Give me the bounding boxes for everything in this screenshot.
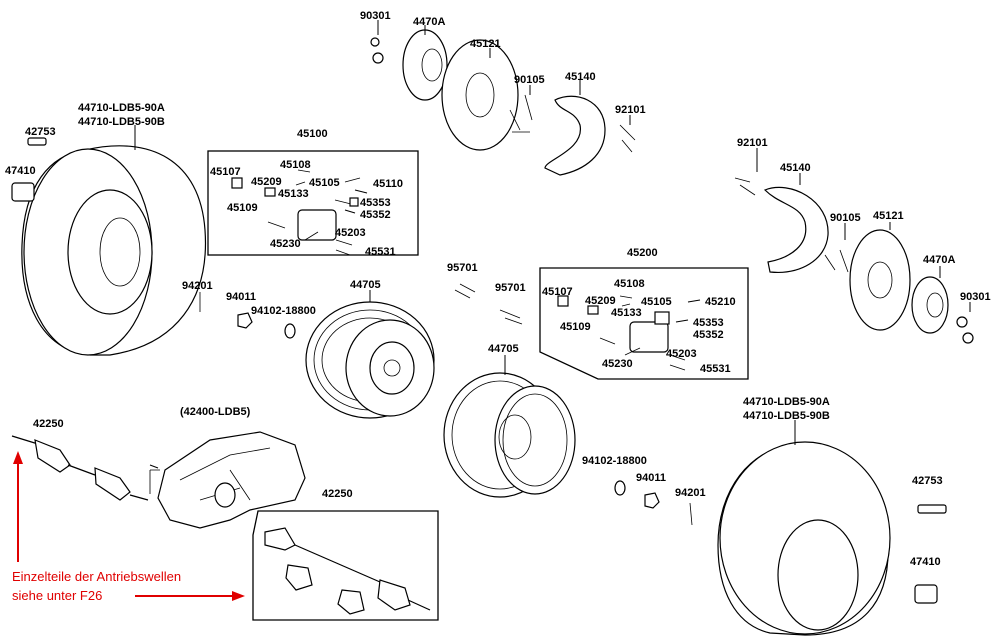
bolts-90301-top (370, 20, 384, 64)
label-45108-b: 45108 (614, 278, 645, 290)
bolts-92101-right (734, 148, 758, 196)
valve-42753-right (917, 504, 947, 514)
tire-left (21, 125, 207, 356)
label-45140-right: 45140 (780, 162, 811, 174)
label-45203-b: 45203 (666, 348, 697, 360)
bolts-95701 (454, 283, 523, 325)
label-45105-b: 45105 (641, 296, 672, 308)
label-45230-a: 45230 (270, 238, 301, 250)
label-45108-a: 45108 (280, 159, 311, 171)
label-44705-right: 44705 (488, 343, 519, 355)
washer-94102-right (614, 480, 626, 496)
label-42250-box: 42250 (322, 488, 353, 500)
washer-94102-left (284, 323, 296, 339)
bolts-90301-right (956, 302, 974, 344)
bolts-90105-top (509, 85, 533, 133)
caliper-parts-45100 (231, 169, 361, 256)
caliper-assembly-box-45100 (207, 150, 419, 256)
label-4470A-right: 4470A (923, 254, 955, 266)
nut-94011-right (644, 492, 660, 509)
label-45133-b: 45133 (611, 307, 642, 319)
label-45107-b: 45107 (542, 286, 573, 298)
label-95701-b: 95701 (495, 282, 526, 294)
label-45353-b: 45353 (693, 317, 724, 329)
label-94201-left: 94201 (182, 280, 213, 292)
brake-shield-top (544, 80, 606, 176)
hub-right (911, 266, 949, 334)
note-line-2: siehe unter F26 (12, 588, 102, 603)
label-94011-right: 94011 (636, 472, 666, 484)
label-45110: 45110 (373, 178, 403, 190)
label-94011-left: 94011 (226, 291, 256, 303)
label-45352-b: 45352 (693, 329, 724, 341)
label-45209-b: 45209 (585, 295, 616, 307)
label-92101-top: 92101 (615, 104, 646, 116)
brake-disc-top (441, 39, 519, 151)
label-45203-a: 45203 (335, 227, 366, 239)
label-45121-top: 45121 (470, 38, 501, 50)
label-47410-left: 47410 (5, 165, 36, 177)
drive-shaft-left (11, 435, 149, 501)
leader-lines (344, 189, 701, 323)
label-42400: (42400-LDB5) (180, 406, 251, 418)
label-92101-right: 92101 (737, 137, 768, 149)
note-line-1: Einzelteile der Antriebswellen (12, 569, 181, 584)
label-90301-top: 90301 (360, 10, 391, 22)
label-45230-b: 45230 (602, 358, 633, 370)
differential-42400 (149, 431, 306, 529)
rim-left (305, 290, 435, 419)
label-47410-right: 47410 (910, 556, 941, 568)
label-42250-left: 42250 (33, 418, 64, 430)
bolts-92101-top (619, 115, 636, 153)
label-90301-right: 90301 (960, 291, 991, 303)
label-45531-a: 45531 (365, 246, 396, 258)
label-95701-a: 95701 (447, 262, 478, 274)
label-44710-90B-left: 44710-LDB5-90B (78, 116, 165, 128)
label-42753-right: 42753 (912, 475, 943, 487)
tire-right (717, 420, 891, 636)
stud-94201-right (689, 502, 693, 526)
label-94102-right: 94102-18800 (582, 455, 647, 467)
label-45200: 45200 (627, 247, 658, 259)
label-45109-a: 45109 (227, 202, 258, 214)
label-45209-a: 45209 (251, 176, 282, 188)
label-90105-top: 90105 (514, 74, 545, 86)
caliper-parts-45200 (557, 295, 686, 371)
label-44710-90B-right: 44710-LDB5-90B (743, 410, 830, 422)
label-45210: 45210 (705, 296, 736, 308)
label-45353-a: 45353 (360, 197, 391, 209)
label-45100: 45100 (297, 128, 328, 140)
label-44710-90A-right: 44710-LDB5-90A (743, 396, 830, 408)
nut-47410-right (914, 584, 938, 604)
label-45105-a: 45105 (309, 177, 340, 189)
nut-94011-left (237, 312, 253, 329)
label-90105-right: 90105 (830, 212, 861, 224)
bolts-90105-right (824, 223, 849, 273)
hub-top (402, 25, 448, 101)
label-45531-b: 45531 (700, 363, 731, 375)
nut-47410-left (11, 182, 35, 202)
label-4470A-top: 4470A (413, 16, 445, 28)
label-94102-left: 94102-18800 (251, 305, 316, 317)
label-45133-a: 45133 (278, 188, 309, 200)
label-45140-top: 45140 (565, 71, 596, 83)
rim-right (443, 355, 576, 498)
label-45121-right: 45121 (873, 210, 904, 222)
drive-shaft-box-42250 (252, 510, 439, 621)
label-94201-right: 94201 (675, 487, 706, 499)
label-42753-left: 42753 (25, 126, 56, 138)
caliper-assembly-box-45200 (539, 267, 749, 380)
label-45109-b: 45109 (560, 321, 591, 333)
label-45107-a: 45107 (210, 166, 241, 178)
brake-shield-right (763, 173, 829, 273)
brake-disc-right (849, 222, 911, 331)
valve-42753-left (27, 137, 47, 146)
label-45352-a: 45352 (360, 209, 391, 221)
label-44705-left: 44705 (350, 279, 381, 291)
note-arrows (13, 451, 245, 601)
label-44710-90A-left: 44710-LDB5-90A (78, 102, 165, 114)
drive-shaft-box (264, 527, 431, 615)
